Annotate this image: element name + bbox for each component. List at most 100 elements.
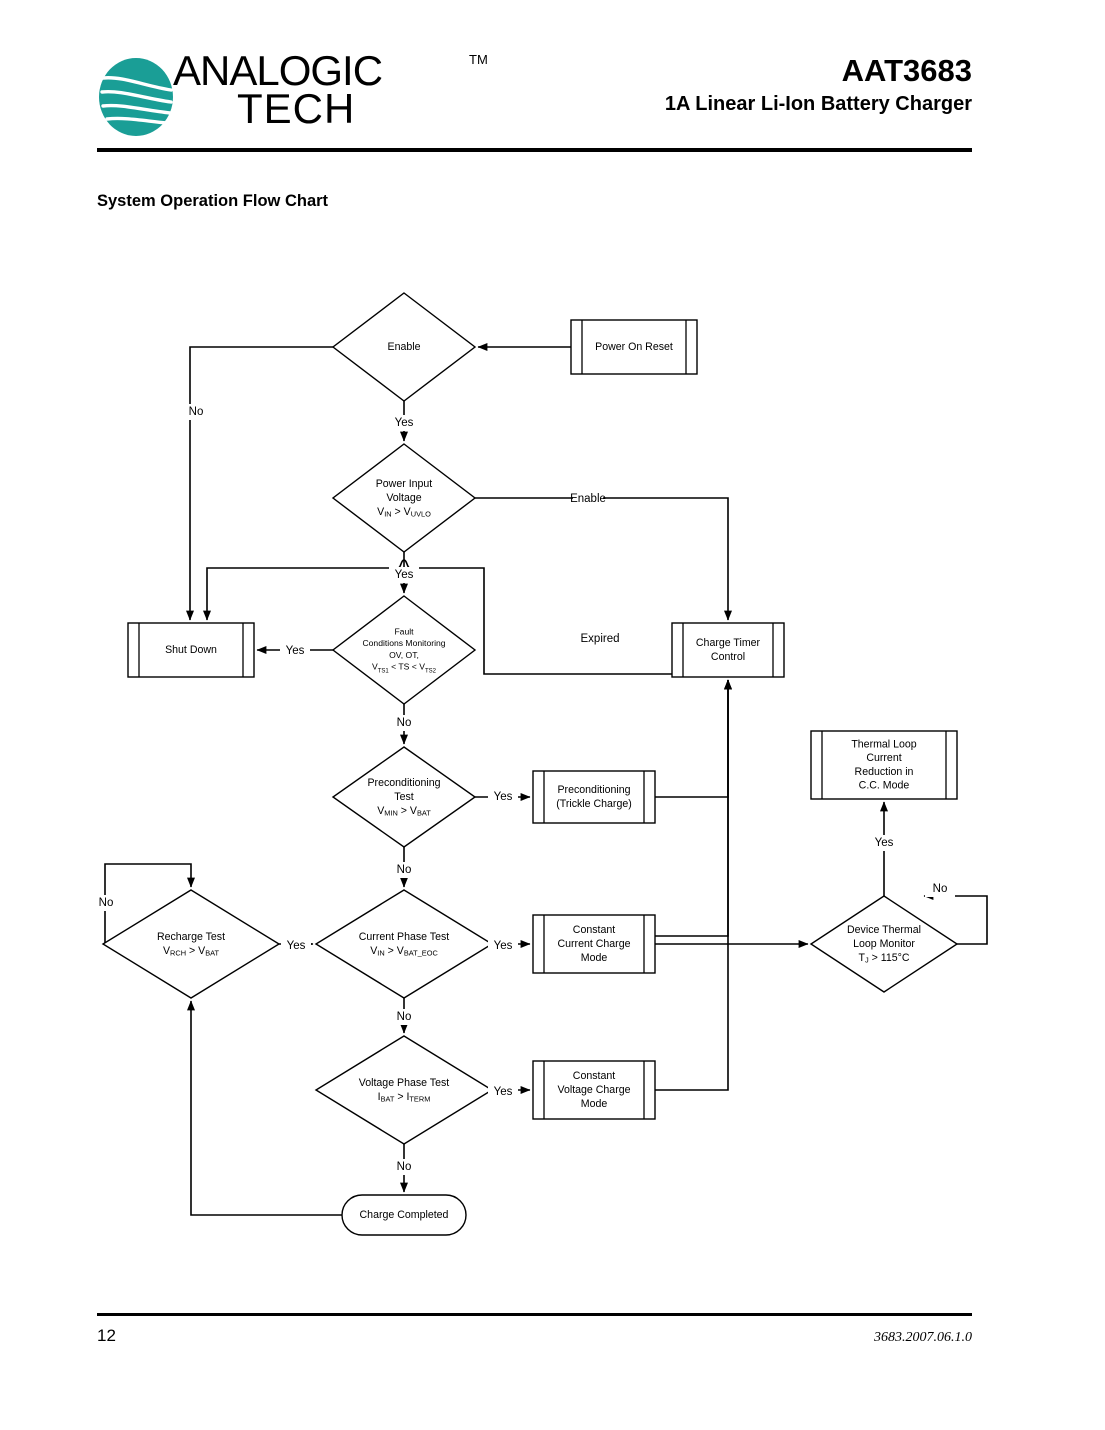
brand-name-line1: ANALOGIC [173,47,383,94]
edge-label-backdrop [181,404,211,420]
svg-text:Device Thermal: Device Thermal [847,924,921,936]
edge-label-backdrop [280,643,310,659]
node-preconditioning-trickle: Preconditioning (Trickle Charge) [532,770,656,824]
edge-label-backdrop [389,415,419,431]
page-number: 12 [97,1326,116,1345]
svg-text:Current Phase Test: Current Phase Test [359,931,450,943]
edge-label-recharge-no: No [99,897,114,909]
svg-text:Loop Monitor: Loop Monitor [853,938,915,950]
svg-text:VRCH > VBAT: VRCH > VBAT [163,945,220,958]
node-enable: Enable [331,292,477,402]
edge-label-current-yes: Yes [494,940,513,952]
edge-label-backdrop [389,715,419,731]
edge-label-fault-yes: Yes [286,645,305,657]
edge-label-backdrop [389,1009,419,1025]
edge-label-enable-no: No [189,406,204,418]
edge-label-precond-no: No [397,864,412,876]
company-logo: ANALOGIC TM TECH [97,50,488,152]
svg-text:Preconditioning: Preconditioning [557,784,630,796]
edge-label-backdrop [488,938,518,954]
edge-label-current-no: No [397,1011,412,1023]
edge-label-voltage-yes: Yes [494,1086,513,1098]
svg-text:C.C. Mode: C.C. Mode [859,779,910,791]
edge-cc-to-timer [655,679,732,937]
trademark-symbol: TM [469,52,488,67]
edge-label-piv-yes: Yes [395,569,414,581]
svg-text:Power Input: Power Input [376,478,433,490]
page-header: ANALOGIC TM TECH AAT3683 1A Linear Li-Io… [97,46,972,151]
svg-text:Thermal Loop: Thermal Loop [851,738,916,750]
edge-label-piv-enable: Enable [570,493,606,505]
svg-text:OV, OT,: OV, OT, [389,650,419,660]
svg-text:Preconditioning: Preconditioning [367,777,440,789]
edge-label-backdrop [488,789,518,805]
svg-text:Control: Control [711,651,745,663]
svg-text:(Trickle Charge): (Trickle Charge) [556,798,632,810]
svg-text:VTS1 < TS < VTS2: VTS1 < TS < VTS2 [372,662,437,674]
svg-text:Reduction in: Reduction in [855,766,914,778]
edge-label-backdrop [91,895,121,911]
footer-divider [97,1313,972,1316]
section-heading: System Operation Flow Chart [97,192,329,210]
edge-label-precond-yes: Yes [494,791,513,803]
header-divider [97,148,972,152]
svg-text:Charge Timer: Charge Timer [696,637,761,649]
edge-cv-to-timer [655,679,732,1091]
svg-text:Voltage: Voltage [386,492,421,504]
edge-piv-enable [475,497,732,621]
svg-text:Current: Current [866,752,901,764]
edge-label-backdrop [573,491,603,507]
edge-label-backdrop [389,567,419,583]
node-power-on-reset: Power On Reset [570,319,698,375]
svg-text:Power On Reset: Power On Reset [595,341,673,353]
svg-text:TJ > 115°C: TJ > 115°C [858,952,909,965]
svg-text:VIN > VBAT_EOC: VIN > VBAT_EOC [370,945,438,958]
svg-text:Charge Completed: Charge Completed [360,1209,449,1221]
logo-wordmark: ANALOGIC TM TECH [173,46,503,146]
svg-text:Fault: Fault [394,627,414,637]
edge-enable-no [186,346,333,621]
svg-text:Mode: Mode [581,952,608,964]
edge-label-backdrop [488,1084,518,1100]
edge-completed-to-recharge [187,1000,342,1216]
svg-text:Recharge Test: Recharge Test [157,931,225,943]
svg-text:Current Charge: Current Charge [557,938,630,950]
edge-label-fault-no: No [397,717,412,729]
edge-label-recharge-yes: Yes [287,940,306,952]
document-revision: 3683.2007.06.1.0 [874,1330,972,1345]
brand-name-line2: TECH [237,85,356,132]
edge-label-thermal-yes: Yes [875,837,894,849]
edge-label-backdrop [925,881,955,897]
edge-label-voltage-no: No [397,1161,412,1173]
document-title-block: AAT3683 1A Linear Li-Ion Battery Charger [412,53,972,117]
document-subtitle: 1A Linear Li-Ion Battery Charger [664,92,972,115]
edge-label-backdrop [389,1159,419,1175]
node-shut-down: Shut Down [127,622,255,678]
svg-text:VIN > VUVLO: VIN > VUVLO [377,506,431,519]
svg-text:VMIN > VBAT: VMIN > VBAT [377,805,431,818]
svg-text:IBAT > ITERM: IBAT > ITERM [378,1091,431,1104]
svg-text:Shut Down: Shut Down [165,644,217,656]
edge-thermal-no [923,892,988,945]
edge-label-timer-expired: Expired [581,633,620,645]
svg-text:Test: Test [394,791,413,803]
svg-text:Conditions Monitoring: Conditions Monitoring [362,638,445,648]
node-charge-completed: Charge Completed [341,1194,467,1236]
svg-text:Enable: Enable [388,341,421,353]
svg-text:Constant: Constant [573,1070,615,1082]
part-number: AAT3683 [841,53,972,88]
svg-text:Mode: Mode [581,1098,608,1110]
edge-label-backdrop [869,835,899,851]
edge-label-enable-yes: Yes [395,417,414,429]
edge-label-backdrop [389,862,419,878]
